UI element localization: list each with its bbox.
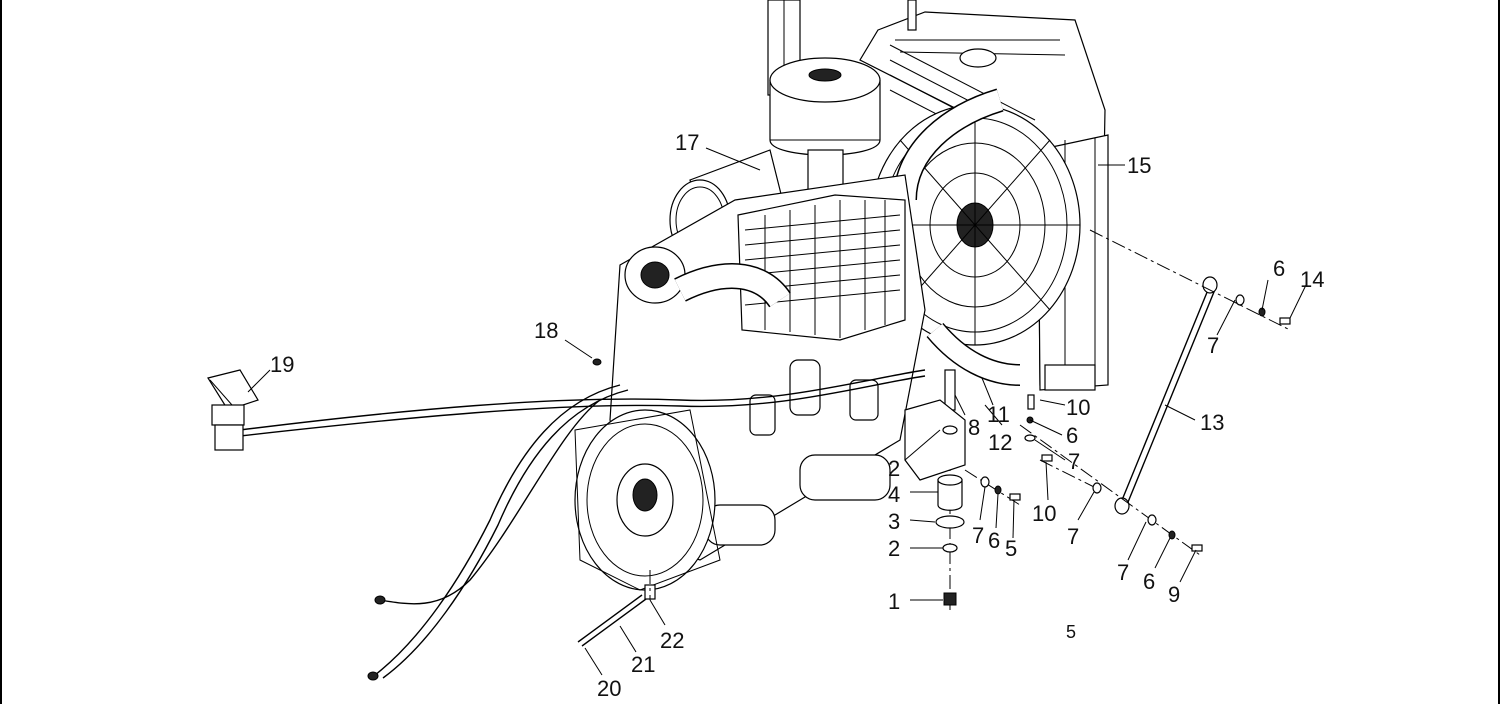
callout-15: 15 bbox=[1127, 153, 1151, 178]
callout-12: 12 bbox=[988, 430, 1012, 455]
callout-22: 22 bbox=[660, 628, 684, 653]
page-marker: 5 bbox=[1066, 622, 1076, 642]
callout-8: 8 bbox=[968, 415, 980, 440]
callout-6-mount: 6 bbox=[988, 528, 1000, 553]
throttle-pedal bbox=[207, 369, 259, 451]
callout-5: 5 bbox=[1005, 536, 1017, 561]
dowel-pin bbox=[592, 358, 602, 366]
callout-10-lower: 10 bbox=[1032, 501, 1056, 526]
callout-6-mid: 6 bbox=[1066, 423, 1078, 448]
callout-labels: 17 15 18 19 6 14 7 13 10 6 7 11 8 12 2 4… bbox=[270, 130, 1324, 701]
bracket-hardware bbox=[964, 469, 1021, 506]
callout-21: 21 bbox=[631, 652, 655, 677]
leader-lines bbox=[247, 147, 1307, 676]
callout-17: 17 bbox=[675, 130, 699, 155]
callout-20: 20 bbox=[597, 676, 621, 701]
callout-2-lower: 2 bbox=[888, 536, 900, 561]
callout-7-bottom: 7 bbox=[1117, 560, 1129, 585]
callout-11: 11 bbox=[987, 402, 1010, 427]
coolant-hoses bbox=[893, 88, 1021, 386]
callout-4: 4 bbox=[888, 482, 900, 507]
callout-7-mount: 7 bbox=[972, 523, 984, 548]
drain-hose bbox=[577, 570, 656, 647]
callout-18: 18 bbox=[534, 318, 558, 343]
callout-7-top: 7 bbox=[1207, 333, 1219, 358]
callout-9: 9 bbox=[1168, 582, 1180, 607]
brace-rod bbox=[1019, 229, 1291, 556]
flywheel-housing bbox=[574, 409, 721, 591]
callout-14: 14 bbox=[1300, 267, 1324, 292]
callout-6-top: 6 bbox=[1273, 256, 1285, 281]
callout-7-rod: 7 bbox=[1067, 524, 1079, 549]
engine-mount bbox=[904, 369, 966, 610]
callout-7-mid: 7 bbox=[1068, 449, 1080, 474]
callout-2-upper: 2 bbox=[888, 456, 900, 481]
control-cables bbox=[239, 369, 926, 681]
callout-1: 1 bbox=[888, 589, 900, 614]
callout-19: 19 bbox=[270, 352, 294, 377]
callout-6-bottom: 6 bbox=[1143, 569, 1155, 594]
callout-3: 3 bbox=[888, 509, 900, 534]
callout-10-upper: 10 bbox=[1066, 395, 1090, 420]
callout-13: 13 bbox=[1200, 410, 1224, 435]
